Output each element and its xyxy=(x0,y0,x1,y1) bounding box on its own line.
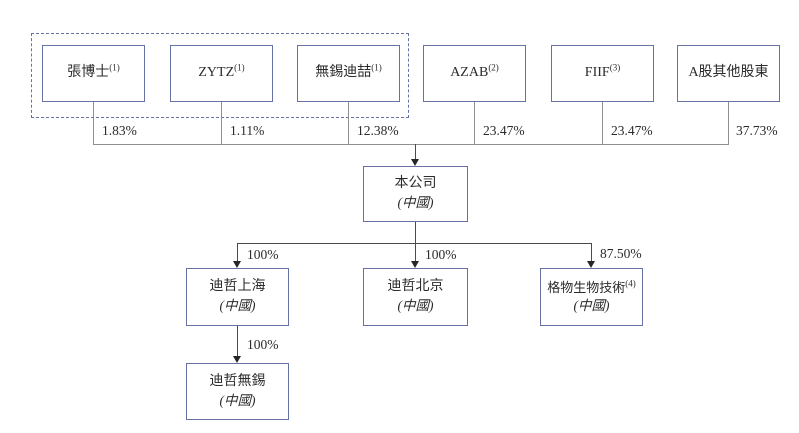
node-azab: AZAB(2) xyxy=(423,45,526,102)
node-label: AZAB(2) xyxy=(450,62,499,81)
footnote-marker: (1) xyxy=(234,62,245,73)
node-a-share-other-shareholders: A股其他股東 xyxy=(677,45,780,102)
node-label: 迪哲北京 xyxy=(387,279,444,295)
node-label: 迪哲無錫 xyxy=(209,373,266,389)
node-label: 無錫迪喆(1) xyxy=(315,62,382,81)
ownership-label-azab: 23.47% xyxy=(482,123,526,139)
connector-stub-azab xyxy=(474,102,475,144)
node-dizhe-beijing: 迪哲北京 (中國) xyxy=(363,268,468,326)
arrowhead-into-company xyxy=(411,159,419,166)
node-region: (中國) xyxy=(397,195,434,211)
ownership-label-shanghai: 100% xyxy=(246,247,280,263)
connector-shanghai-to-wuxi xyxy=(237,326,238,357)
connector-company-to-branch xyxy=(415,222,416,243)
arrowhead-into-shanghai xyxy=(233,261,241,268)
connector-branch-to-beijing xyxy=(415,243,416,262)
node-region: (中國) xyxy=(219,392,256,408)
connector-stub-fiif xyxy=(602,102,603,144)
node-dizhe-shanghai: 迪哲上海 (中國) xyxy=(186,268,289,326)
connector-stub-zytz xyxy=(221,102,222,144)
node-region: (中國) xyxy=(397,298,434,314)
footnote-marker: (1) xyxy=(109,62,120,73)
founder-group-dashed-box xyxy=(31,33,409,118)
footnote-marker: (4) xyxy=(625,278,636,289)
connector-branch-bus xyxy=(237,243,592,244)
footnote-marker: (2) xyxy=(488,62,499,73)
ownership-label-beijing: 100% xyxy=(424,247,458,263)
node-fiif: FIIF(3) xyxy=(551,45,654,102)
node-zytz: ZYTZ(1) xyxy=(170,45,273,102)
footnote-marker: (1) xyxy=(371,62,382,73)
node-label: 格物生物技術(4) xyxy=(547,278,636,296)
ownership-label-zhang-boshi: 1.83% xyxy=(101,123,138,139)
node-label: 迪哲上海 xyxy=(209,279,266,295)
connector-bus-shareholders xyxy=(93,144,729,145)
node-region: (中國) xyxy=(573,297,610,313)
node-gewu-biotech: 格物生物技術(4) (中國) xyxy=(540,268,643,326)
node-label: ZYTZ(1) xyxy=(198,62,245,81)
connector-stub-a-share xyxy=(728,102,729,144)
node-wuxi-dizhe: 無錫迪喆(1) xyxy=(297,45,400,102)
connector-branch-to-shanghai xyxy=(237,243,238,262)
node-label: FIIF(3) xyxy=(584,62,621,81)
node-region: (中國) xyxy=(219,298,256,314)
connector-stub-wuxi-dizhe xyxy=(348,102,349,144)
footnote-marker: (3) xyxy=(609,62,621,73)
arrowhead-into-wuxi xyxy=(233,356,241,363)
ownership-label-gewu: 87.50% xyxy=(599,246,643,262)
ownership-label-a-share: 37.73% xyxy=(735,123,779,139)
node-dizhe-wuxi: 迪哲無錫 (中國) xyxy=(186,363,289,420)
ownership-label-wuxi-dizhe: 12.38% xyxy=(356,123,400,139)
node-label: 本公司 xyxy=(394,176,437,192)
connector-branch-to-gewu xyxy=(591,243,592,262)
ownership-label-wuxi: 100% xyxy=(246,337,280,353)
connector-stub-zhang-boshi xyxy=(93,102,94,144)
connector-bus-to-company xyxy=(415,144,416,160)
ownership-label-fiif: 23.47% xyxy=(610,123,654,139)
node-label: 張博士(1) xyxy=(67,62,120,81)
ownership-label-zytz: 1.11% xyxy=(229,123,266,139)
node-zhang-boshi: 張博士(1) xyxy=(42,45,145,102)
arrowhead-into-gewu xyxy=(587,261,595,268)
node-label: A股其他股東 xyxy=(688,65,769,81)
node-company: 本公司 (中國) xyxy=(363,166,468,222)
arrowhead-into-beijing xyxy=(411,261,419,268)
